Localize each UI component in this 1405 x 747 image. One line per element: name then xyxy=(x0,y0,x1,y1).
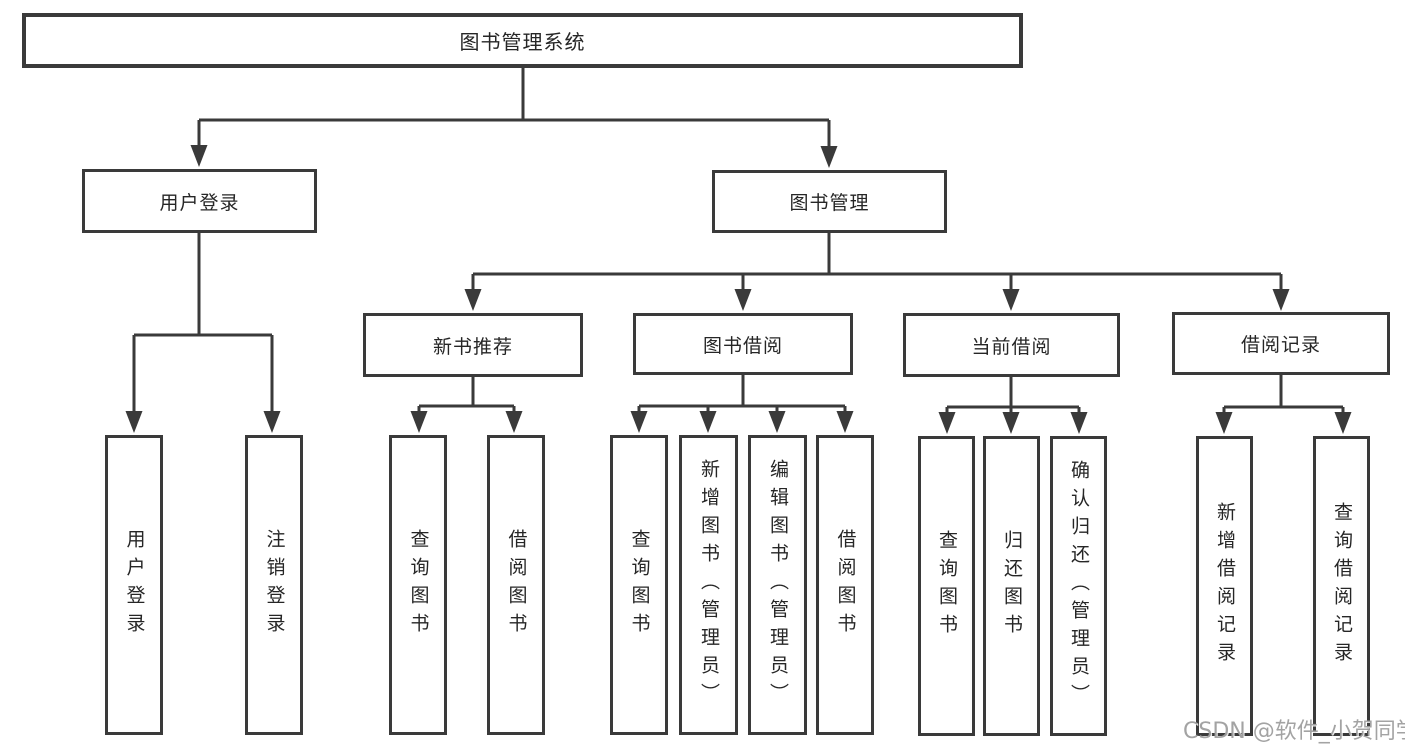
arrowheads xyxy=(125,145,1352,434)
node-borrow-records: 借阅记录 xyxy=(1172,312,1390,375)
leaf-edit-books-admin: 编辑图书（管理员） xyxy=(748,435,807,735)
node-library-management-system: 图书管理系统 xyxy=(22,13,1023,68)
node-user-login: 用户登录 xyxy=(82,169,317,233)
leaf-borrow-books-recommend: 借阅图书 xyxy=(487,435,545,735)
leaf-borrow-books-borrowing: 借阅图书 xyxy=(816,435,874,735)
leaf-return-books: 归还图书 xyxy=(983,436,1040,736)
node-new-book-recommendation: 新书推荐 xyxy=(363,313,583,377)
node-book-management: 图书管理 xyxy=(712,170,947,233)
leaf-logout: 注销登录 xyxy=(245,435,303,735)
leaf-add-books-admin: 新增图书（管理员） xyxy=(679,435,738,735)
leaf-query-books-current: 查询图书 xyxy=(918,436,975,736)
node-book-borrowing: 图书借阅 xyxy=(633,313,853,375)
leaf-user-login: 用户登录 xyxy=(105,435,163,735)
watermark: CSDN @软件_小贺同学 xyxy=(1183,719,1405,744)
leaf-add-borrow-record: 新增借阅记录 xyxy=(1196,436,1253,736)
leaf-confirm-return-admin: 确认归还（管理员） xyxy=(1050,436,1107,736)
leaf-query-books-recommend: 查询图书 xyxy=(389,435,447,735)
leaf-query-borrow-record: 查询借阅记录 xyxy=(1313,436,1370,736)
leaf-query-books-borrowing: 查询图书 xyxy=(610,435,668,735)
node-current-borrowing: 当前借阅 xyxy=(903,313,1120,377)
